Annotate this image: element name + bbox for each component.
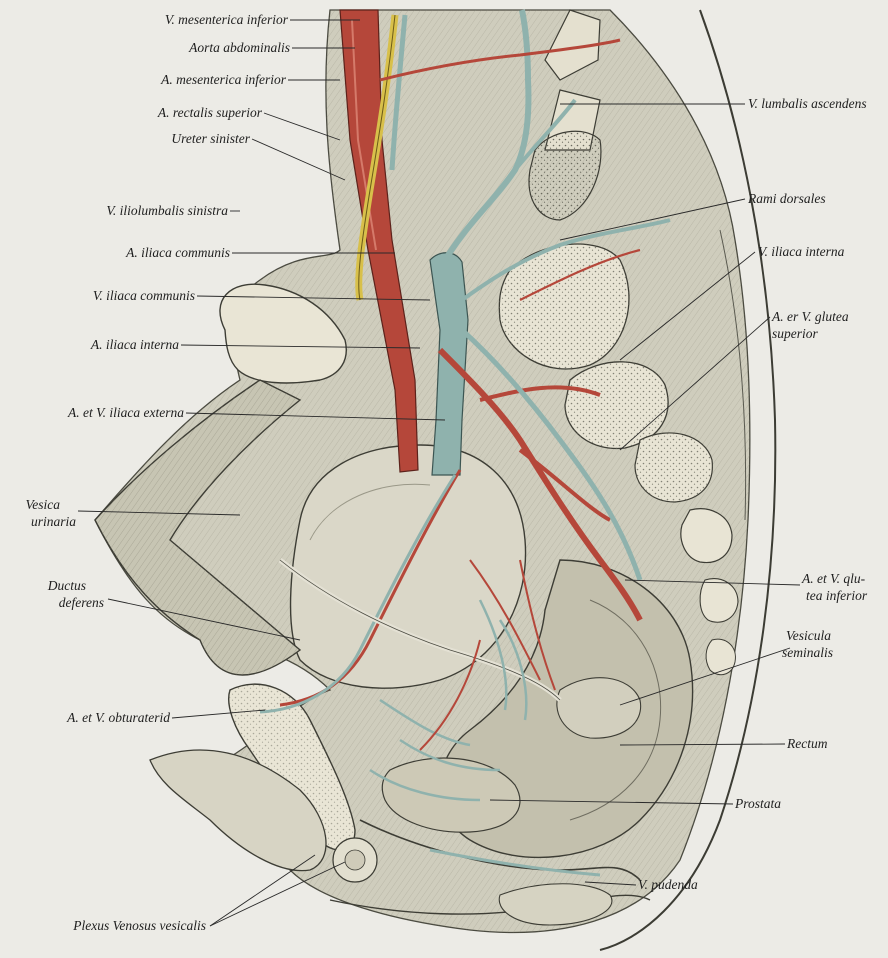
v-lumbalis-ascendens [513, 98, 577, 172]
aorta-abdominalis [339, 9, 419, 473]
label-rectum: Rectum [786, 736, 828, 751]
label-a-rectalis-superior: A. rectalis superior [157, 105, 263, 120]
a-iliaca-interna [437, 347, 643, 622]
label-glutea-superior-2: superior [772, 326, 819, 341]
labels-left: V. mesenterica inferior Aorta abdominali… [26, 12, 291, 933]
label-aorta-abdominalis: Aorta abdominalis [188, 40, 290, 55]
vein-branch-1 [460, 218, 671, 302]
label-ductus-deferens-1: Ductus [47, 578, 86, 593]
v-mesenterica-inferior [389, 14, 408, 171]
vessels [259, 9, 671, 877]
a-mesenterica-inferior [379, 38, 621, 82]
label-a-iliaca-communis: A. iliaca communis [125, 245, 230, 260]
a-glutea-inferior [518, 448, 611, 522]
label-prostata: Prostata [734, 796, 781, 811]
label-v-lumbalis-ascendens: V. lumbalis ascendens [748, 96, 867, 111]
label-v-mesenterica-inferior: V. mesenterica inferior [165, 12, 289, 27]
pubic-bone-stipple [228, 684, 355, 850]
a-glutea-superior [479, 385, 601, 402]
label-ductus-deferens-2: deferens [59, 595, 104, 610]
body-contour-right-inner [719, 229, 747, 521]
ureter-outline [358, 14, 396, 301]
label-vesica-urinaria-2: urinaria [31, 514, 76, 529]
label-rami-dorsales: Rami dorsales [747, 191, 826, 206]
label-plexus-venosus-vesicalis: Plexus Venosus vesicalis [72, 918, 206, 933]
v-iliaca-interna [460, 328, 643, 581]
pudendal-mass [498, 883, 613, 926]
leader-lines [77, 19, 801, 927]
iliac-wing [219, 283, 347, 384]
rectum-wall [569, 599, 662, 821]
prostate [381, 757, 521, 833]
ductus-deferens-outline [279, 559, 561, 701]
label-a-iliaca-interna: A. iliaca interna [90, 337, 179, 352]
aorta-highlight [351, 19, 377, 251]
label-glutea-inferior-1: A. et V. qlu- [801, 571, 866, 586]
label-glutea-superior-1: A. er V. glutea [771, 309, 849, 324]
label-a-et-v-obturaterid: A. et V. obturaterid [66, 710, 170, 725]
label-v-pudenda: V. pudenda [638, 877, 698, 892]
bladder-shading [309, 483, 431, 541]
label-ureter-sinister: Ureter sinister [171, 131, 250, 146]
rami-dorsales [519, 248, 641, 301]
perineum [149, 749, 327, 872]
body-contour-right [599, 9, 777, 951]
v-obturatoria [259, 474, 457, 714]
label-vesica-urinaria-1: Vesica [26, 497, 61, 512]
label-a-mesenterica-inferior: A. mesenterica inferior [160, 72, 287, 87]
anterior-wall-hatch [95, 380, 300, 675]
sacrum-vertebrae [498, 9, 739, 676]
label-a-et-v-iliaca-externa: A. et V. iliaca externa [67, 405, 184, 420]
label-v-iliolumbalis-sinistra: V. iliolumbalis sinistra [106, 203, 228, 218]
plexus-venosus-vesicalis [369, 599, 528, 802]
v-pudenda [429, 848, 601, 877]
labels-right: V. lumbalis ascendens Rami dorsales V. i… [638, 96, 868, 892]
label-v-iliaca-interna: V. iliaca interna [758, 244, 845, 259]
bulb-inner [344, 849, 366, 871]
label-vesicula-seminalis-2: seminalis [782, 645, 833, 660]
label-glutea-inferior-2: tea inferior [806, 588, 868, 603]
arterial-network [419, 559, 556, 751]
anatomy-drawing [94, 9, 777, 951]
label-v-iliaca-communis: V. iliaca communis [93, 288, 195, 303]
seminal-vesicle [556, 677, 642, 739]
v-iliolumbalis [442, 9, 532, 262]
label-vesicula-seminalis-1: Vesicula [786, 628, 831, 643]
